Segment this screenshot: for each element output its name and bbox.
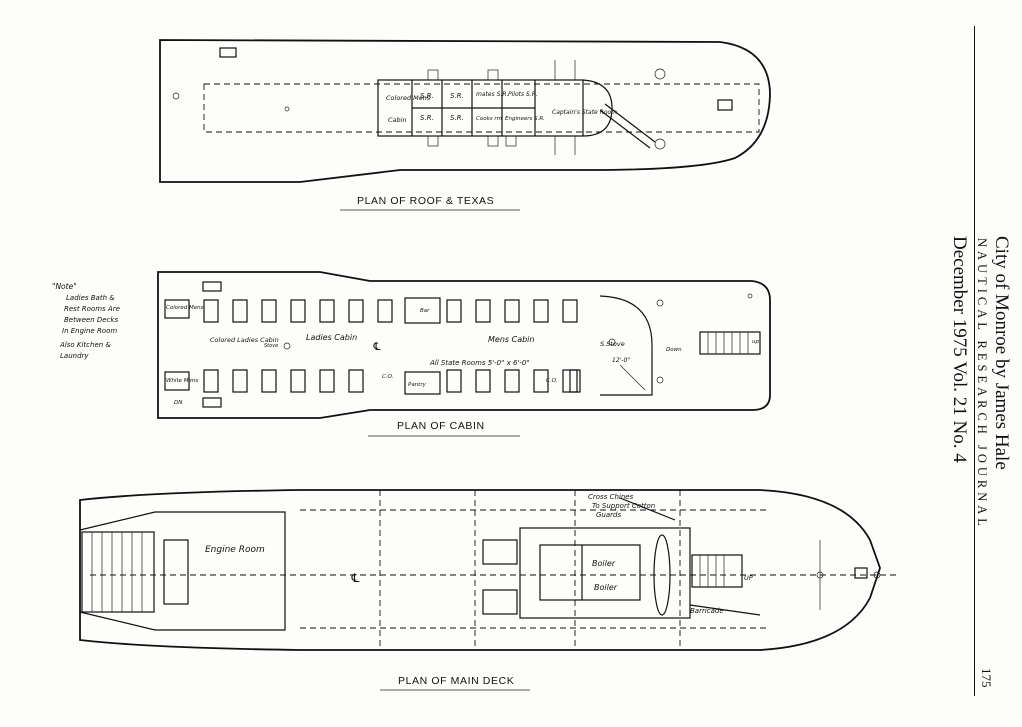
note-line-2: Rest Rooms Are bbox=[64, 305, 120, 313]
cabin-plan: "Note" Ladies Bath & Rest Rooms Are Betw… bbox=[52, 271, 771, 437]
note-line-1: Ladies Bath & bbox=[66, 294, 115, 302]
cabin-bar: Bar bbox=[420, 308, 430, 314]
note-heading: "Note" bbox=[52, 282, 77, 291]
boiler-2: Boiler bbox=[594, 583, 618, 592]
journal-name: NAUTICAL RESEARCH JOURNAL bbox=[975, 238, 989, 530]
boiler-1: Boiler bbox=[592, 559, 616, 568]
cabin-stove-right: S.Stove bbox=[600, 340, 625, 348]
cabin-up: up bbox=[752, 339, 759, 345]
roof-engineers-sr: Engineers S.R. bbox=[505, 116, 545, 122]
cabin-stove: Stove bbox=[264, 343, 278, 349]
note-line-3: Between Decks bbox=[64, 316, 118, 324]
roof-colored-mens: Colored Mens bbox=[386, 94, 431, 102]
cross-chines-line-2: To Support Cotton bbox=[592, 502, 655, 510]
cabin-dimension: 12'-0" bbox=[612, 357, 630, 364]
note-line-5: Also Kitchen & bbox=[59, 341, 111, 349]
main-centerline: ℄ bbox=[350, 571, 361, 585]
roof-sr-3: S.R. bbox=[420, 114, 434, 122]
main-deck-plan-title: PLAN OF MAIN DECK bbox=[398, 675, 514, 687]
barricade-label: Barricade bbox=[690, 607, 724, 615]
roof-sr-2: S.R. bbox=[450, 92, 464, 100]
article-title: City of Monroe by James Hale bbox=[991, 236, 1012, 470]
mens-cabin: Mens Cabin bbox=[488, 335, 534, 344]
roof-mates-sr: mates S.R. bbox=[476, 91, 508, 98]
roof-plan: Colored Mens Cabin S.R. S.R. S.R. S.R. m… bbox=[159, 39, 771, 211]
cabin-dn: DN bbox=[174, 400, 182, 406]
roof-captains-room: Captain's State Room bbox=[552, 109, 617, 116]
roof-sr-4: S.R. bbox=[450, 114, 464, 122]
note-line-4: In Engine Room bbox=[62, 327, 117, 335]
cabin-white-mens: White Mens bbox=[166, 378, 198, 384]
roof-pilots-sr: Pilots S.R. bbox=[508, 91, 538, 98]
roof-cabin-label: Cabin bbox=[388, 116, 407, 124]
colored-ladies-cabin: Colored Ladies Cabin bbox=[210, 336, 279, 344]
engine-room-label: Engine Room bbox=[205, 545, 265, 555]
cabin-pantry: Pantry bbox=[408, 382, 427, 388]
roof-cooks-rm: Cooks rm bbox=[476, 116, 502, 122]
cross-chines-line-1: Cross Chines bbox=[588, 493, 634, 501]
page-number: 175 bbox=[979, 668, 994, 688]
cabin-down: Down bbox=[666, 347, 682, 353]
ladies-cabin: Ladies Cabin bbox=[306, 333, 357, 342]
all-state-rooms: All State Rooms 5'-0" x 6'-0" bbox=[429, 359, 530, 367]
cabin-note: "Note" Ladies Bath & Rest Rooms Are Betw… bbox=[52, 282, 120, 360]
roof-plan-title: PLAN OF ROOF & TEXAS bbox=[357, 195, 494, 207]
main-deck-plan: Engine Room ℄ Cross Chines To Support Co… bbox=[79, 489, 900, 691]
note-line-6: Laundry bbox=[60, 352, 89, 360]
margin-rule bbox=[974, 26, 975, 696]
cabin-colored-mens: Colored Mens bbox=[166, 305, 204, 311]
roof-sr-1: S.R. bbox=[420, 92, 434, 100]
cabin-centerline: ℄ bbox=[372, 340, 382, 353]
main-up: UP bbox=[744, 574, 753, 582]
cabin-plan-title: PLAN OF CABIN bbox=[397, 420, 485, 432]
cross-chines-line-3: Guards bbox=[596, 511, 621, 519]
issue-info: December 1975 Vol. 21 No. 4 bbox=[949, 236, 970, 463]
cabin-co-1: C.O. bbox=[382, 374, 394, 380]
cabin-co-2: C.O. bbox=[546, 378, 558, 384]
